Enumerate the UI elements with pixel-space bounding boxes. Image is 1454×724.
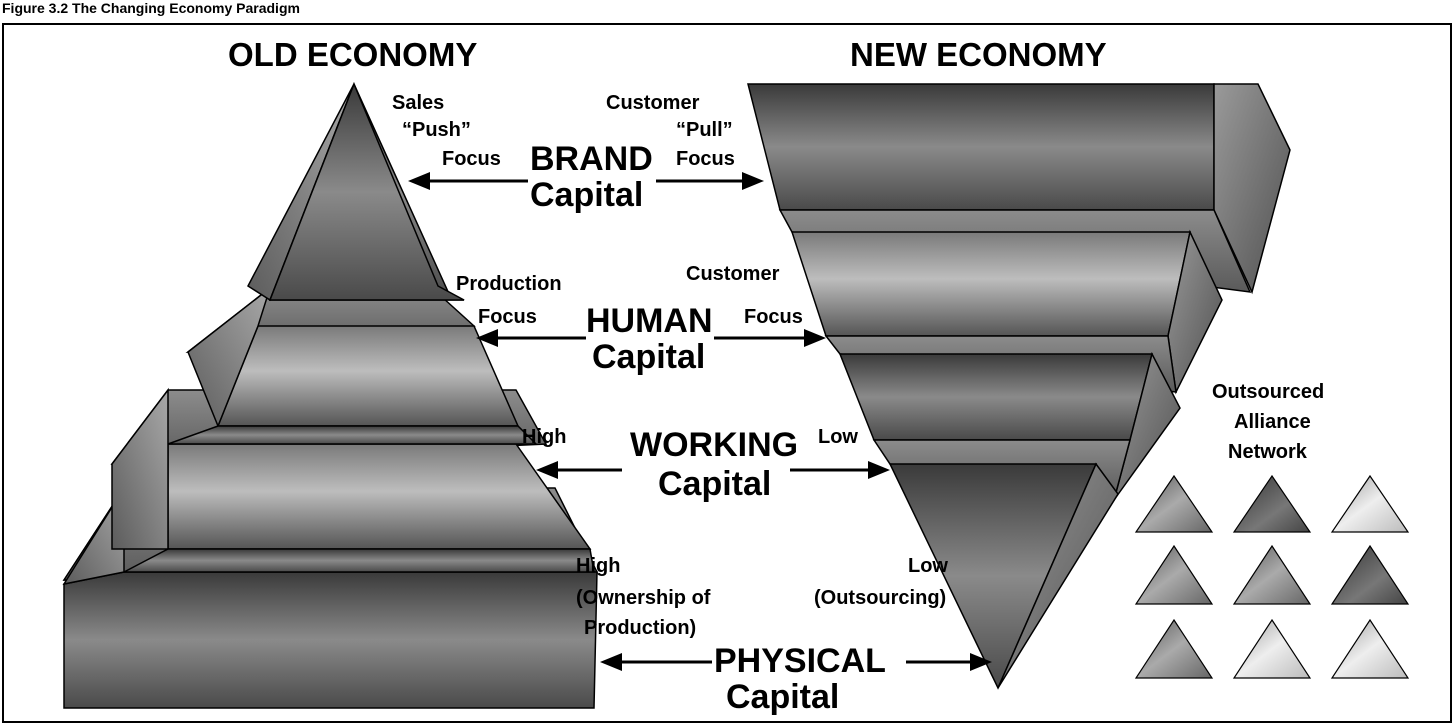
human-capital-group: Production Focus Customer Focus HUMAN Ca… <box>456 263 826 376</box>
inverted-tier-physical <box>888 462 1119 690</box>
brand-capital-title: BRAND <box>530 140 653 178</box>
physical-left-label-2: (Ownership of <box>576 587 711 609</box>
human-left-label-2: Focus <box>478 306 537 328</box>
alliance-triangle <box>1134 618 1214 679</box>
alliance-triangle <box>1330 544 1410 605</box>
brand-capital-group: Sales “Push” Focus Customer “Pull” Focus… <box>392 92 764 214</box>
alliance-triangle <box>1232 544 1312 605</box>
working-capital-title: WORKING <box>630 426 798 464</box>
alliance-label-1: Outsourced <box>1212 381 1324 403</box>
new-economy-pyramid <box>747 83 1291 690</box>
pyramid-tier-human <box>167 285 538 445</box>
working-left-label: High <box>522 426 566 448</box>
physical-left-label-1: High <box>576 555 620 577</box>
pyramid-tier-brand <box>247 81 465 302</box>
alliance-label-3: Network <box>1228 441 1308 463</box>
physical-capital-group: High (Ownership of Production) Low (Outs… <box>576 555 992 716</box>
physical-capital-title: PHYSICAL <box>714 642 886 680</box>
alliance-network: Outsourced Alliance Network <box>1134 381 1410 679</box>
alliance-triangle <box>1330 618 1410 679</box>
alliance-triangle <box>1330 474 1410 533</box>
old-economy-title: OLD ECONOMY <box>228 36 477 73</box>
brand-capital-subtitle: Capital <box>530 176 643 214</box>
human-capital-subtitle: Capital <box>592 338 705 376</box>
alliance-triangle <box>1232 474 1312 533</box>
brand-right-label-1: Customer <box>606 92 700 114</box>
brand-left-label-2: “Push” <box>402 119 471 141</box>
brand-right-label-2: “Pull” <box>676 119 733 141</box>
brand-right-label-3: Focus <box>676 148 735 170</box>
new-economy-title: NEW ECONOMY <box>850 36 1107 73</box>
human-right-label-2: Focus <box>744 306 803 328</box>
alliance-triangle <box>1134 544 1214 605</box>
figure-border <box>2 23 1452 723</box>
old-economy-pyramid <box>62 81 599 709</box>
alliance-triangle <box>1232 618 1312 679</box>
alliance-triangle <box>1134 474 1214 533</box>
working-capital-group: High Low WORKING Capital <box>522 426 890 503</box>
physical-capital-subtitle: Capital <box>726 678 839 716</box>
figure-caption: Figure 3.2 The Changing Economy Paradigm <box>2 0 300 16</box>
human-capital-title: HUMAN <box>586 302 713 340</box>
human-right-label-1: Customer <box>686 263 780 285</box>
physical-right-label-2: (Outsourcing) <box>814 587 946 609</box>
physical-right-label-1: Low <box>908 555 948 577</box>
working-right-label: Low <box>818 426 858 448</box>
brand-left-label-3: Focus <box>442 148 501 170</box>
alliance-label-2: Alliance <box>1234 411 1311 433</box>
human-left-label-1: Production <box>456 273 562 295</box>
working-capital-subtitle: Capital <box>658 465 771 503</box>
brand-left-label-1: Sales <box>392 92 444 114</box>
physical-left-label-3: Production) <box>584 617 696 639</box>
